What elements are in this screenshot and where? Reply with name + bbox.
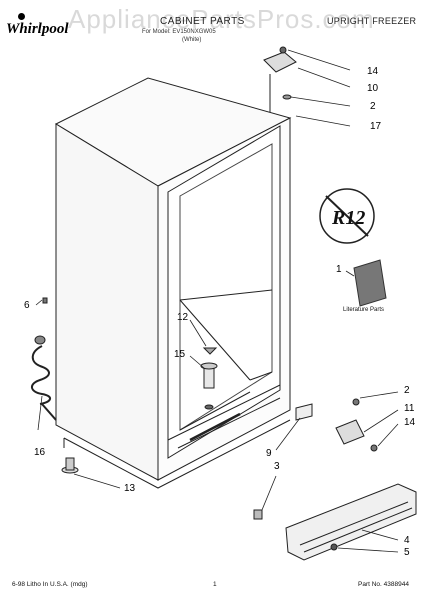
literature-parts-label: Literature Parts [343,307,385,313]
page-number: 1 [213,581,217,588]
page-title: CABINET PARTS [160,16,245,27]
color-subtitle: (White) [182,37,202,43]
callout-5: 5 [404,547,410,558]
callout-16: 16 [34,447,46,458]
callout-11: 11 [404,403,415,414]
callout-15: 15 [174,349,186,360]
footer-litho: 6-98 Litho In U.S.A. (mdg) [12,581,88,588]
cabinet-opening [167,125,281,459]
callout-14-lower: 14 [404,417,416,428]
r12-badge-text: R12 [331,207,365,229]
callout-17: 17 [370,121,382,132]
callout-3: 3 [274,461,280,472]
callout-13: 13 [124,483,136,494]
callout-10: 10 [367,83,379,94]
part-number: Part No. 4388944 [358,581,409,588]
kickplate [285,483,417,561]
callout-12: 12 [177,312,189,323]
watermark: AppliancePartsPros.com [68,4,375,34]
whirlpool-logo-mark [18,13,25,20]
callout-4: 4 [404,535,410,546]
callout-14: 14 [367,66,379,77]
callout-2-lower: 2 [404,385,410,396]
callout-9: 9 [266,448,272,459]
cabinet-side [55,123,159,481]
brand-logo: Whirlpool [6,21,69,37]
callout-2: 2 [370,101,376,112]
product-type: UPRIGHT FREEZER [327,16,417,26]
callout-1: 1 [336,264,342,275]
model-subtitle: For Model: EV150NXGW05 [142,29,216,35]
callout-6: 6 [24,300,30,311]
